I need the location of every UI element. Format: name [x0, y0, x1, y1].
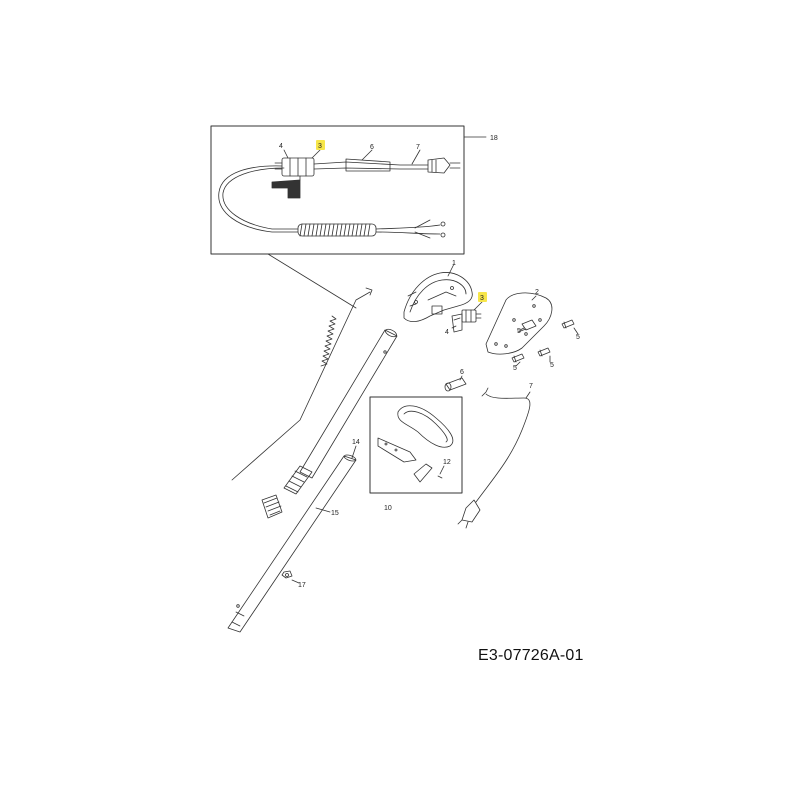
callout-14: 14 [352, 439, 360, 446]
leader-12 [439, 465, 445, 475]
leader-3-mid [473, 301, 483, 311]
power-cord-7 [457, 387, 531, 529]
cable-assembly [218, 149, 461, 239]
upper-shaft [283, 328, 398, 495]
inset-switch [271, 157, 315, 199]
handle-half-2 [485, 292, 553, 355]
callout-1: 1 [452, 260, 456, 267]
drawing-code: E3-07726A-01 [478, 647, 584, 664]
leader-1 [447, 263, 455, 277]
callout-2: 2 [535, 289, 539, 296]
cable-coil [297, 223, 377, 237]
callout-17: 17 [298, 582, 306, 589]
shaft-knob [261, 494, 283, 519]
handle-half-1 [403, 272, 473, 322]
inset-leader [267, 253, 357, 309]
switch-part-3 [461, 309, 482, 323]
inset-box-handle-kit [369, 396, 463, 494]
callout-4-mid: 4 [445, 329, 449, 336]
handle-kit [377, 405, 454, 483]
leader-4-mid [451, 325, 457, 329]
strain-relief-6 [444, 375, 467, 392]
callout-3-top: 3 [318, 143, 322, 150]
callout-5-d: 5 [513, 365, 517, 372]
callout-10: 10 [384, 505, 392, 512]
leader-2 [531, 295, 537, 301]
callout-5-b: 5 [517, 328, 521, 335]
callout-4-top: 4 [279, 143, 283, 150]
callout-5-a: 5 [576, 334, 580, 341]
trigger-part-4 [451, 313, 463, 333]
callout-12: 12 [443, 459, 451, 466]
callout-3-mid: 3 [480, 295, 484, 302]
inset-plug [427, 157, 461, 174]
internal-cable [231, 287, 373, 481]
leader-14 [351, 445, 357, 459]
lower-shaft [227, 454, 357, 633]
screw-17 [281, 570, 300, 584]
screws-5 [511, 319, 579, 367]
inset-box-cable-assembly [210, 125, 465, 255]
callout-6-mid: 6 [460, 369, 464, 376]
callout-5-c: 5 [550, 362, 554, 369]
callout-18: 18 [490, 135, 498, 142]
highlight-badge-3-mid [478, 292, 487, 302]
callout-7-mid: 7 [529, 383, 533, 390]
leader-15 [315, 507, 331, 513]
callout-6-top: 6 [370, 144, 374, 151]
callout-7-top: 7 [416, 144, 420, 151]
callout-15: 15 [331, 510, 339, 517]
highlight-badge-3-top [316, 140, 325, 150]
